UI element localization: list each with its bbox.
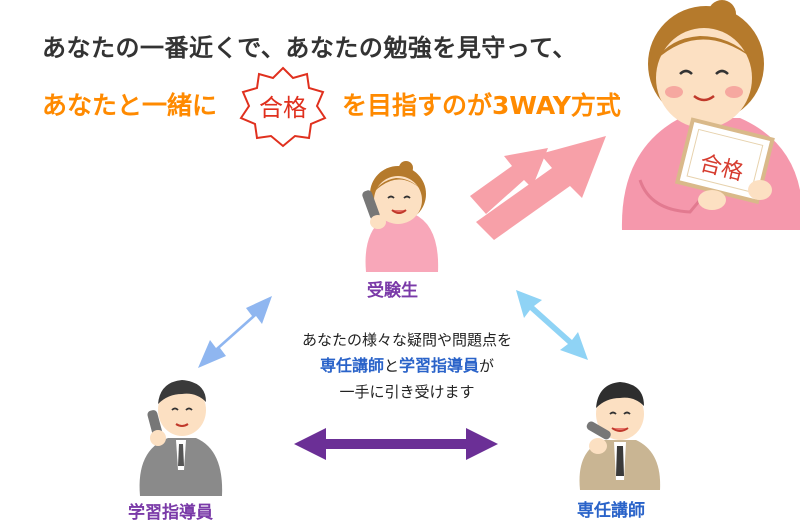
center-and: と: [383, 357, 399, 375]
gokaku-stamp-icon: [239, 66, 327, 148]
purple-double-arrow: [294, 428, 498, 460]
label-study-guide: 学習指導員: [128, 503, 213, 523]
center-line2: 専任講師と学習指導員が: [262, 353, 552, 379]
center-tutor-label: 専任講師: [319, 356, 384, 375]
headline-line1: あなたの一番近くで、あなたの勉強を見守って、: [42, 34, 577, 62]
center-line3: 一手に引き受けます: [339, 383, 475, 401]
center-guide-label: 学習指導員: [399, 356, 480, 375]
headline-line2-before: あなたと一緒に: [42, 91, 218, 120]
headline-line2-after: を目指すのが3WAY方式: [342, 91, 621, 120]
label-student: 受験生: [367, 281, 418, 301]
center-line1: あなたの様々な疑問や問題点を: [301, 331, 512, 349]
center-ga: が: [479, 357, 495, 375]
center-description: あなたの様々な疑問や問題点を 専任講師と学習指導員が 一手に引き受けます: [262, 327, 552, 405]
label-tutor: 専任講師: [577, 501, 645, 521]
cyan-double-arrow: [516, 290, 588, 360]
pink-arrow-large: [476, 136, 606, 240]
stamp-text: 合格: [259, 94, 307, 122]
pink-arrow-small: [470, 148, 548, 214]
blue-double-arrow: [198, 296, 272, 368]
